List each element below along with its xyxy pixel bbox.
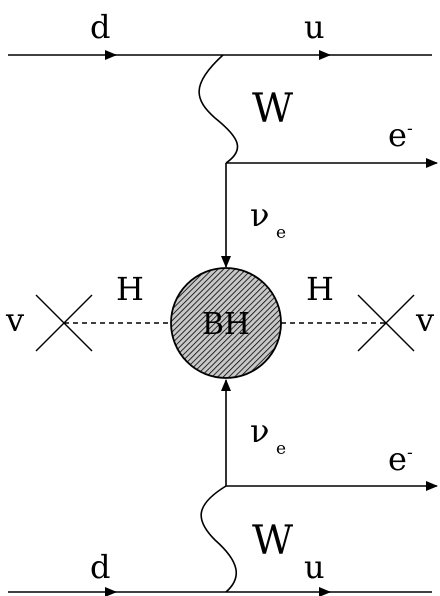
label-vev-left: v (5, 301, 24, 339)
label-top-u-quark: u (304, 8, 325, 46)
label-top-d-quark: d (90, 8, 110, 46)
label-black-hole: BH (202, 307, 250, 342)
label-top-neutrino-subscript: e (276, 223, 286, 243)
label-higgs-left: H (116, 270, 144, 308)
label-bottom-w-boson: W (252, 518, 293, 564)
bottom-w-boson-wavy-line (200, 485, 238, 593)
vev-right-cross (357, 294, 415, 352)
label-bottom-d-quark: d (90, 548, 110, 586)
label-bottom-neutrino-subscript: e (276, 439, 286, 459)
label-top-electron-charge: - (407, 119, 413, 139)
label-top-electron: e (388, 116, 407, 154)
label-vev-right: v (415, 301, 434, 339)
label-top-w-boson: W (252, 86, 293, 132)
label-bottom-neutrino: ν (250, 412, 269, 450)
label-higgs-right: H (306, 270, 334, 308)
label-top-neutrino: ν (250, 196, 269, 234)
label-bottom-electron-charge: - (407, 443, 413, 463)
label-bottom-u-quark: u (304, 548, 325, 586)
top-w-boson-wavy-line (198, 54, 239, 164)
vev-left-cross (35, 294, 93, 352)
label-bottom-electron: e (388, 440, 407, 478)
